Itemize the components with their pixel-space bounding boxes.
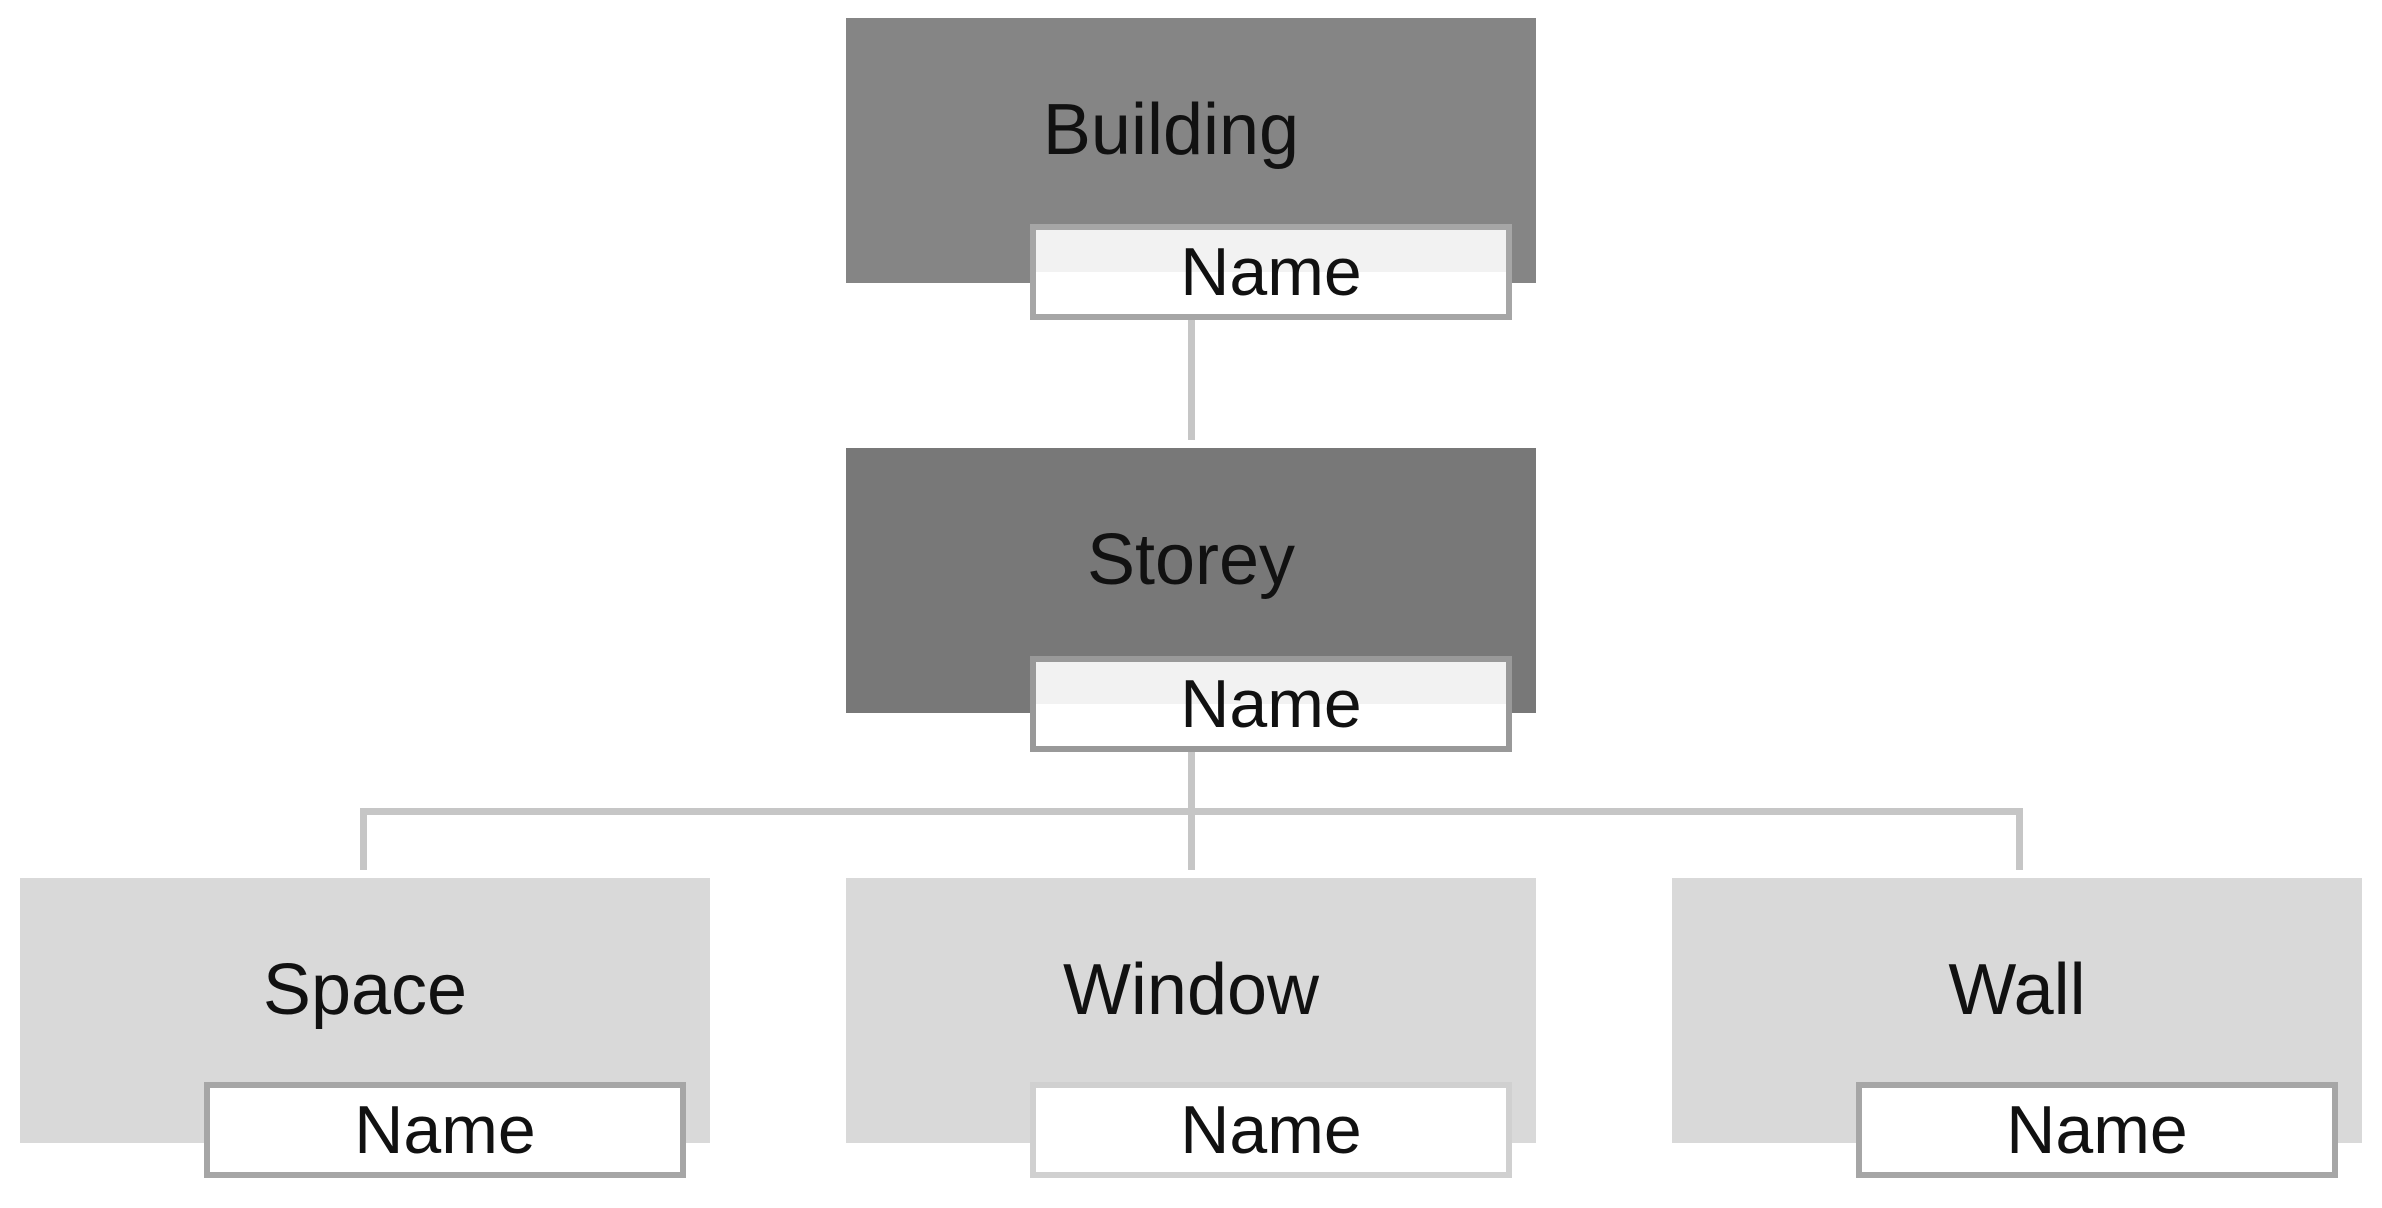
node-storey-label: Storey — [1086, 520, 1296, 600]
connector-to-space — [360, 808, 367, 870]
connector-storey-down — [1188, 744, 1195, 812]
node-wall-label: Wall — [1948, 950, 2086, 1030]
node-wall-attribute: Name — [1856, 1082, 2338, 1178]
node-window-label: Window — [1062, 950, 1320, 1030]
node-window-attribute: Name — [1030, 1082, 1512, 1178]
node-space-attribute: Name — [204, 1082, 686, 1178]
node-space-attribute-label: Name — [354, 1092, 536, 1168]
node-building-attribute: Name — [1030, 224, 1512, 320]
connector-building-storey — [1188, 316, 1195, 440]
node-storey-attribute: Name — [1030, 656, 1512, 752]
node-space-label: Space — [262, 950, 468, 1030]
node-building-label: Building — [1042, 90, 1300, 170]
node-window-attribute-label: Name — [1180, 1092, 1362, 1168]
node-storey-attribute-label: Name — [1180, 666, 1362, 742]
node-space: Space — [20, 878, 710, 1143]
node-wall-attribute-label: Name — [2006, 1092, 2188, 1168]
node-building-attribute-label: Name — [1180, 234, 1362, 310]
connector-to-wall — [2016, 808, 2023, 870]
connector-to-window — [1188, 808, 1195, 870]
